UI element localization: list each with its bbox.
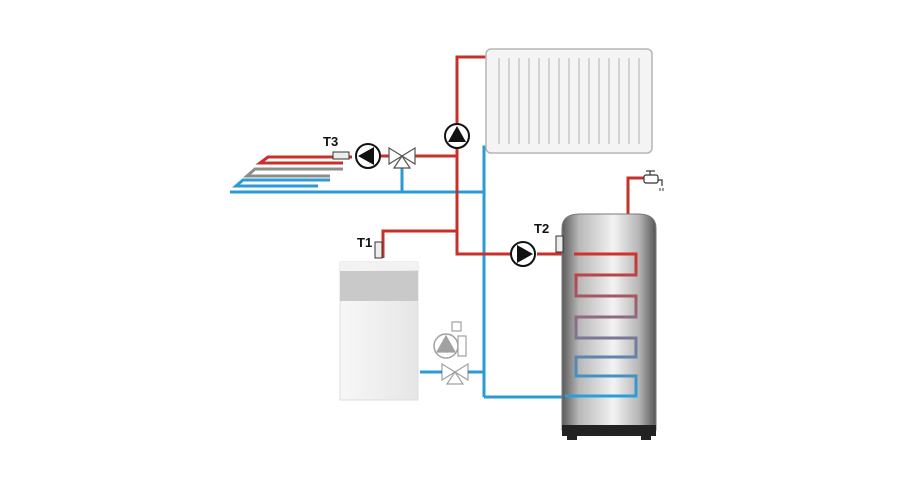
hot-flow-pipes — [381, 55, 645, 330]
underfloor-heating-loop-icon — [231, 155, 352, 188]
circulation-pump-icon — [444, 123, 470, 149]
circulation-pump-icon — [510, 241, 536, 267]
sensor-t1: T1 — [357, 235, 383, 259]
sensor-t3: T3 — [323, 134, 350, 160]
sensor-t2: T2 — [534, 221, 564, 253]
sensor-t3-label: T3 — [323, 134, 338, 149]
sensor-t2-label: T2 — [534, 221, 549, 236]
heating-coil — [565, 252, 638, 398]
radiator-icon — [485, 48, 653, 154]
three-way-valve-icon — [388, 146, 416, 169]
hot-water-tank-icon — [561, 213, 657, 440]
sensor-t1-label: T1 — [357, 235, 372, 250]
cold-return-pipes — [230, 145, 565, 399]
boiler-icon — [339, 261, 419, 401]
boiler-pump-group — [433, 321, 469, 385]
water-tap-icon — [643, 170, 664, 191]
circulation-pump-icon — [355, 143, 381, 169]
